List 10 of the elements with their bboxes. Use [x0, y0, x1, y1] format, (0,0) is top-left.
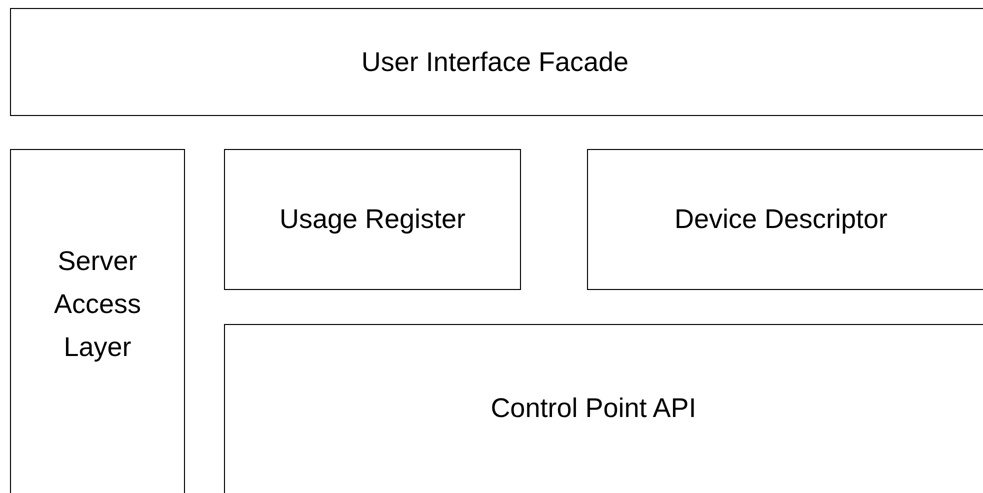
layer-box [224, 324, 983, 493]
component-box [224, 149, 521, 290]
layer-box [10, 8, 983, 116]
box-label: Control Point API [490, 392, 696, 425]
component-box [587, 149, 983, 290]
layer-box [10, 149, 185, 493]
box-label: Device Descriptor [674, 203, 888, 236]
box-label: Usage Register [279, 203, 466, 236]
box-label: Server Access Layer [52, 244, 142, 364]
box-label: User Interface Facade [361, 46, 629, 78]
